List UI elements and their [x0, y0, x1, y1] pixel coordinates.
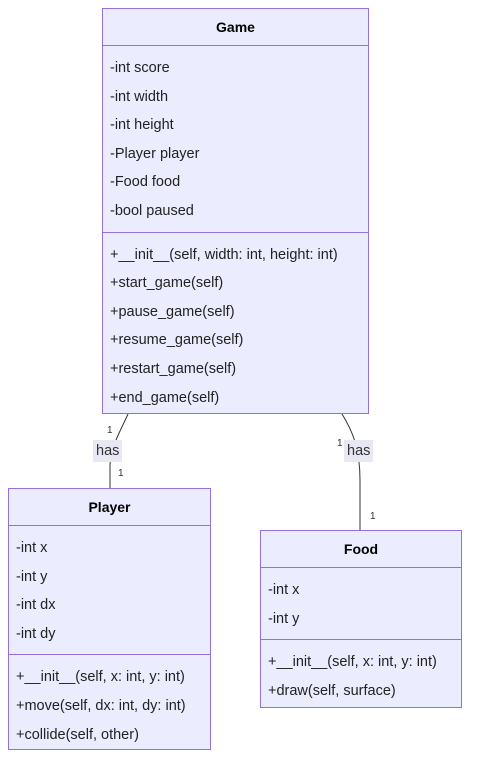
attribute: -int x: [268, 582, 300, 598]
attribute: -int dy: [16, 625, 56, 642]
attribute: -int x: [16, 540, 48, 556]
game-food-to-multiplicity: 1: [370, 511, 376, 522]
method: +__init__(self, x: int, y: int): [268, 654, 437, 671]
method: +start_game(self): [110, 275, 224, 292]
class-food-attributes: -int x -int y: [261, 568, 461, 641]
method: +collide(self, other): [16, 726, 139, 743]
class-player-attributes: -int x -int y -int dx -int dy: [9, 526, 210, 656]
class-player-title: Player: [9, 489, 210, 526]
method: +__init__(self, x: int, y: int): [16, 669, 185, 686]
class-food-methods: +__init__(self, x: int, y: int) +draw(se…: [261, 640, 461, 711]
attribute: -int width: [110, 88, 169, 105]
method: +resume_game(self): [110, 332, 244, 349]
game-food-from-multiplicity: 1: [337, 438, 343, 449]
class-game-methods: +__init__(self, width: int, height: int)…: [103, 233, 368, 419]
class-player: Player -int x -int y -int dx -int dy +__…: [8, 488, 211, 750]
class-player-methods: +__init__(self, x: int, y: int) +move(se…: [9, 655, 210, 755]
attribute: -int y: [268, 610, 300, 627]
method: +restart_game(self): [110, 360, 237, 377]
method: +move(self, dx: int, dy: int): [16, 697, 186, 714]
game-food-edge: [341, 413, 361, 530]
method: +pause_game(self): [110, 303, 235, 320]
method: +__init__(self, width: int, height: int): [110, 246, 338, 263]
game-player-label: has: [93, 440, 123, 462]
attribute: -int score: [110, 60, 170, 76]
game-player-to-multiplicity: 1: [118, 468, 124, 479]
attribute: -int dx: [16, 597, 56, 614]
method: +end_game(self): [110, 389, 220, 406]
attribute: -int height: [110, 117, 174, 134]
attribute: -int y: [16, 568, 48, 585]
game-player-from-multiplicity: 1: [107, 425, 113, 436]
attribute: -bool paused: [110, 202, 194, 219]
class-food-title: Food: [261, 531, 461, 568]
class-game: Game -int score -int width -int height -…: [102, 8, 369, 414]
attribute: -Player player: [110, 145, 200, 162]
game-food-label: has: [344, 440, 374, 462]
attribute: -Food food: [110, 174, 181, 191]
class-game-attributes: -int score -int width -int height -Playe…: [103, 46, 368, 233]
method: +draw(self, surface): [268, 682, 396, 699]
class-game-title: Game: [103, 9, 368, 46]
class-food: Food -int x -int y +__init__(self, x: in…: [260, 530, 462, 708]
